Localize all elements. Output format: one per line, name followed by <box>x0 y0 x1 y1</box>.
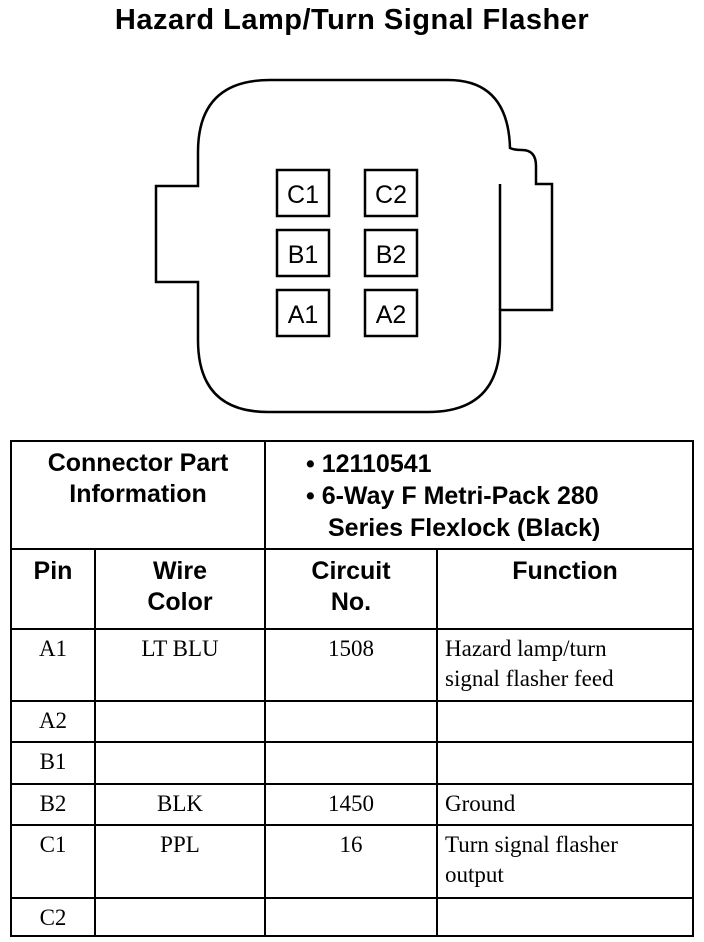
pin-cavity-a1: A1 <box>275 288 331 338</box>
connector-description-line1: • 6-Way F Metri-Pack 280 <box>306 482 599 510</box>
connector-info-label-line2: Information <box>69 480 207 508</box>
cell-function-line2: output <box>445 862 504 887</box>
cell-function: Hazard lamp/turn signal flasher feed <box>436 628 694 702</box>
col-header-circuit-line2: No. <box>330 588 372 616</box>
cell-function-line2: signal flasher feed <box>445 666 614 691</box>
connector-description-line2: Series Flexlock (Black) <box>328 514 601 542</box>
cell-function <box>436 741 694 785</box>
cell-pin: C2 <box>10 897 96 937</box>
cell-circuit: 1450 <box>264 783 438 826</box>
cell-wire-color <box>94 741 266 785</box>
pin-label-a2: A2 <box>376 301 407 329</box>
connector-info-row: Connector Part Information • 12110541 • … <box>10 440 694 550</box>
pin-label-c1: C1 <box>287 181 319 209</box>
table-row: B1 <box>10 741 694 785</box>
table-row: C2 <box>10 897 694 937</box>
pin-cavity-b1: B1 <box>275 228 331 278</box>
cell-wire-color: BLK <box>94 783 266 826</box>
cell-pin: B1 <box>10 741 96 785</box>
cell-wire-color <box>94 897 266 937</box>
table-row: B2 BLK 1450 Ground <box>10 783 694 826</box>
table-row: A2 <box>10 700 694 743</box>
pin-label-a1: A1 <box>288 301 319 329</box>
cell-circuit: 1508 <box>264 628 438 702</box>
page-title: Hazard Lamp/Turn Signal Flasher <box>114 4 590 36</box>
connector-info-label: Connector Part Information <box>10 440 266 550</box>
cell-pin: A2 <box>10 700 96 743</box>
pin-label-b2: B2 <box>376 241 407 269</box>
col-header-pin: Pin <box>10 548 96 630</box>
cell-wire-color: LT BLU <box>94 628 266 702</box>
cell-wire-color <box>94 700 266 743</box>
pin-label-c2: C2 <box>375 181 407 209</box>
col-header-wire-line2: Color <box>147 588 213 616</box>
column-header-row: Pin Wire Color Circuit No. Function <box>10 548 694 630</box>
connector-pin-table: Connector Part Information • 12110541 • … <box>10 440 694 937</box>
pin-label-b1: B1 <box>288 241 319 269</box>
cell-pin: A1 <box>10 628 96 702</box>
cell-pin: C1 <box>10 824 96 899</box>
cell-function <box>436 897 694 937</box>
connector-housing <box>154 78 554 414</box>
col-header-circuit-no: Circuit No. <box>264 548 438 630</box>
cell-function-line1: Turn signal flasher <box>445 832 618 857</box>
cell-circuit: 16 <box>264 824 438 899</box>
cell-pin: B2 <box>10 783 96 826</box>
pin-cavity-a2: A2 <box>363 288 419 338</box>
cell-circuit <box>264 700 438 743</box>
table-row: A1 LT BLU 1508 Hazard lamp/turn signal f… <box>10 628 694 702</box>
col-header-wire-line1: Wire <box>153 557 207 585</box>
pin-cavity-c1: C1 <box>275 168 331 218</box>
part-number: • 12110541 <box>306 450 432 478</box>
col-header-wire-color: Wire Color <box>94 548 266 630</box>
col-header-function-text: Function <box>512 557 618 585</box>
col-header-pin-text: Pin <box>33 557 73 585</box>
pin-cavity-b2: B2 <box>363 228 419 278</box>
pin-cavity-c2: C2 <box>363 168 419 218</box>
cell-function: Ground <box>436 783 694 826</box>
cell-function: Turn signal flasher output <box>436 824 694 899</box>
col-header-circuit-line1: Circuit <box>311 557 391 585</box>
col-header-function: Function <box>436 548 694 630</box>
cell-function-line1: Hazard lamp/turn <box>445 636 607 661</box>
cell-circuit <box>264 897 438 937</box>
connector-info-label-line1: Connector Part <box>47 449 229 477</box>
cell-wire-color: PPL <box>94 824 266 899</box>
cell-circuit <box>264 741 438 785</box>
connector-diagram: C1 C2 B1 B2 A1 A2 <box>154 78 554 414</box>
connector-info-value: • 12110541 • 6-Way F Metri-Pack 280 Seri… <box>264 440 694 550</box>
table-row: C1 PPL 16 Turn signal flasher output <box>10 824 694 899</box>
cell-function <box>436 700 694 743</box>
